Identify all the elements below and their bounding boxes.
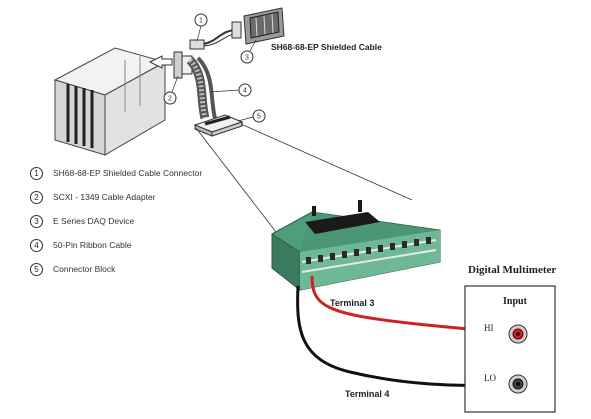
legend-num: 2	[30, 190, 43, 204]
dmm-lo-label: LO	[484, 373, 496, 383]
callout-1: 1	[194, 13, 208, 42]
legend-num: 5	[30, 262, 43, 276]
legend-item: 3 E Series DAQ Device	[30, 214, 134, 228]
legend-num: 3	[30, 214, 43, 228]
legend-item: 1 SH68-68-EP Shielded Cable Connector	[30, 166, 202, 180]
connector-block-large	[271, 200, 441, 292]
insert-arrow	[148, 55, 173, 69]
legend-num: 1	[30, 166, 43, 180]
svg-text:1: 1	[199, 18, 203, 25]
cable-adapter	[173, 51, 193, 79]
legend-num: 4	[30, 238, 43, 252]
callout-4: 4	[209, 83, 252, 97]
svg-text:3: 3	[245, 55, 249, 62]
dmm-title: Digital Multimeter	[468, 264, 557, 276]
dmm-hi-label: HI	[484, 323, 494, 333]
legend-label: SCXI - 1349 Cable Adapter	[53, 192, 156, 202]
legend-label: Connector Block	[53, 264, 116, 274]
zoom-lines	[195, 123, 413, 233]
ribbon-cable	[186, 56, 217, 120]
legend-label: SH68-68-EP Shielded Cable Connector	[53, 168, 203, 178]
callout-3: 3	[240, 39, 257, 64]
shielded-cable-connector	[189, 21, 242, 50]
callout-2: 2	[163, 75, 179, 105]
svg-text:2: 2	[168, 96, 172, 103]
legend-item: 4 50-Pin Ribbon Cable	[30, 238, 131, 252]
scxi-chassis	[53, 47, 167, 156]
terminal-3-label: Terminal 3	[330, 298, 375, 308]
connector-block-small	[193, 114, 244, 137]
hi-jack[interactable]	[508, 324, 528, 344]
legend-item: 2 SCXI - 1349 Cable Adapter	[30, 190, 156, 204]
callout-5: 5	[237, 109, 266, 123]
legend-label: E Series DAQ Device	[53, 216, 135, 226]
diagram-title: SH68-68-EP Shielded Cable	[271, 42, 382, 52]
terminal-4-label: Terminal 4	[345, 389, 390, 399]
legend-item: 5 Connector Block	[30, 262, 115, 276]
digital-multimeter	[464, 285, 556, 413]
black-wire-lo	[296, 285, 513, 387]
lo-jack[interactable]	[508, 374, 528, 394]
dmm-input-label: Input	[503, 296, 527, 307]
svg-text:4: 4	[243, 88, 247, 95]
legend-label: 50-Pin Ribbon Cable	[53, 240, 132, 250]
svg-text:5: 5	[257, 114, 261, 121]
daq-board	[243, 7, 285, 45]
